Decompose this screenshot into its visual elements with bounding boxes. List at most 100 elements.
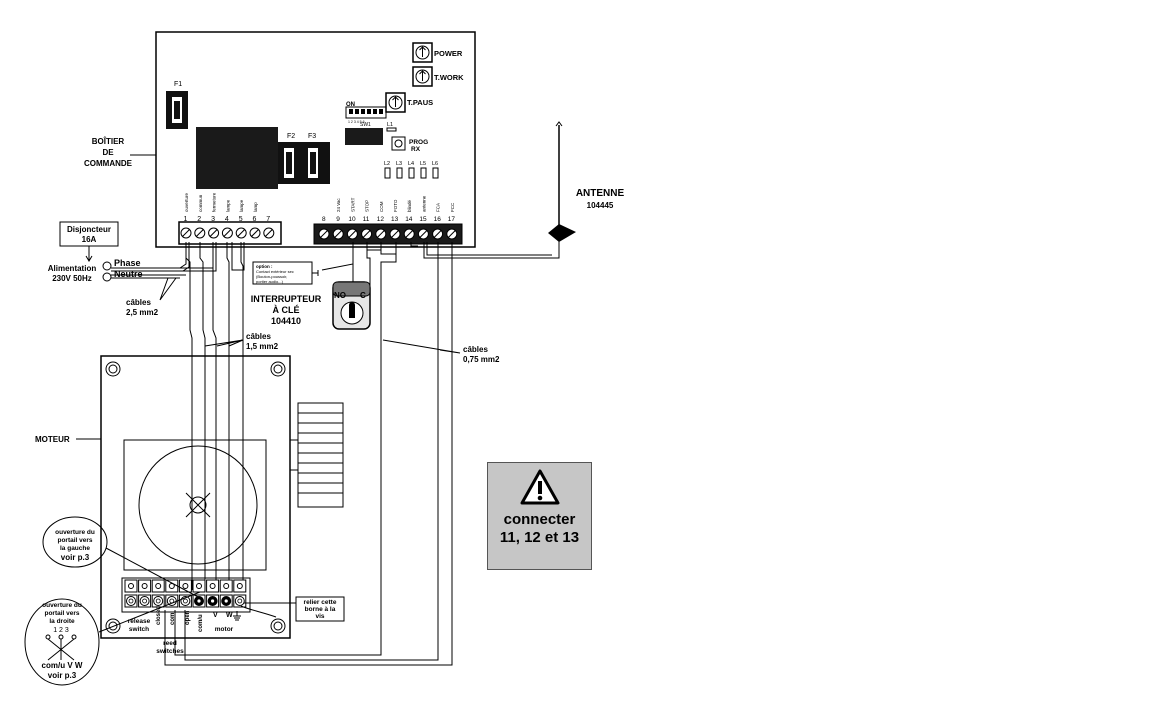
cables-075-leader bbox=[382, 339, 461, 354]
tpaus-label: T.PAUS bbox=[407, 98, 433, 107]
gauche-label-2: portail vers bbox=[57, 537, 92, 544]
droite-label-3: la droite bbox=[49, 618, 75, 625]
led-label-l4: L4 bbox=[408, 161, 414, 167]
terminal-4-number: 4 bbox=[225, 216, 229, 223]
droite-bottom: com/u V W bbox=[42, 661, 83, 670]
terminal-9-label: 24 Vac bbox=[336, 198, 341, 212]
terminal-5-number: 5 bbox=[239, 216, 243, 223]
dip-numbers: 1 2 3 4 5 6 bbox=[348, 120, 365, 124]
terminal-14-screw bbox=[403, 228, 415, 240]
terminal-11-label: STOP bbox=[365, 200, 370, 212]
terminal-9-number: 9 bbox=[336, 216, 340, 223]
option-label-3: (Bouton-poussoir, bbox=[256, 274, 287, 279]
led-label-l3: L3 bbox=[396, 161, 402, 167]
disjoncteur-arrow bbox=[85, 246, 93, 262]
terminal-14-label: blindé bbox=[407, 199, 412, 212]
warning-line-2: 11, 12 et 13 bbox=[499, 529, 580, 546]
motor-wires bbox=[185, 242, 245, 590]
boitier-label-1: BOÎTIER bbox=[92, 137, 125, 146]
gauche-label-4: voir p.3 bbox=[61, 553, 90, 562]
cables-15-label-1: câbles bbox=[246, 332, 271, 341]
release-label-1: release bbox=[128, 618, 151, 625]
cables-25-leader bbox=[159, 277, 177, 301]
terminal-11-number: 11 bbox=[363, 216, 370, 223]
fuse-f1-label: F1 bbox=[174, 81, 182, 88]
terminal-4-label: lampe bbox=[225, 199, 230, 212]
terminal-3-number: 3 bbox=[211, 216, 215, 223]
motor-bolt-icon bbox=[105, 361, 286, 634]
fuse-f2-f3 bbox=[278, 142, 330, 184]
control-box: F1 F2 F3 POWER T.WORK bbox=[155, 31, 476, 248]
cables-15-label-2: 1,5 mm2 bbox=[246, 342, 279, 351]
warning-line-1: connecter bbox=[503, 511, 576, 528]
interrupteur-label-3: 104410 bbox=[271, 316, 301, 326]
droite-terminal-icon bbox=[45, 634, 77, 661]
w-label: W bbox=[226, 612, 233, 619]
comu-label: com/u bbox=[198, 614, 204, 632]
cables-25-label-1: câbles bbox=[126, 298, 151, 307]
phase-label: Phase bbox=[114, 258, 141, 268]
transformer-block bbox=[196, 127, 278, 189]
release-label-2: switch bbox=[129, 626, 149, 633]
terminal-10-label: START bbox=[350, 197, 355, 212]
led-l1 bbox=[386, 127, 397, 132]
terminal-16-screw bbox=[432, 228, 444, 240]
terminal-12-label: COM bbox=[379, 201, 384, 212]
motor-outline bbox=[100, 355, 291, 639]
motor bbox=[100, 355, 344, 639]
motor-rotor bbox=[138, 445, 258, 565]
cables-075-label-1: câbles bbox=[463, 345, 488, 354]
cables-075-label-2: 0,75 mm2 bbox=[463, 355, 500, 364]
option-label-1: option : bbox=[256, 264, 273, 269]
droite-leader bbox=[98, 591, 201, 633]
terminal-2-screw bbox=[194, 227, 206, 239]
terminal-1-label: ouverture bbox=[184, 192, 189, 212]
motor-housing bbox=[123, 439, 267, 571]
tpaus-potentiometer-icon bbox=[385, 92, 406, 113]
antenne-label-2: 104445 bbox=[587, 201, 614, 210]
terminal-13-screw bbox=[389, 228, 401, 240]
droite-voir: voir p.3 bbox=[48, 671, 77, 680]
cables-15-leader bbox=[204, 339, 244, 347]
relier-label-3: vis bbox=[315, 613, 324, 620]
alimentation-label-2: 230V 50Hz bbox=[52, 274, 92, 283]
disjoncteur-label-2: 16A bbox=[82, 235, 97, 244]
terminal-10-screw bbox=[346, 228, 358, 240]
terminal-1-screw bbox=[180, 227, 192, 239]
terminal-3-screw bbox=[208, 227, 220, 239]
terminal-15-screw bbox=[417, 228, 429, 240]
boitier-label-3: COMMANDE bbox=[84, 159, 133, 168]
boitier-label-2: DE bbox=[102, 148, 114, 157]
led-label-l2: L2 bbox=[384, 161, 390, 167]
interrupteur-label-2: À CLÉ bbox=[273, 305, 300, 315]
key-c-label: C bbox=[360, 291, 366, 300]
fuse-f1 bbox=[166, 91, 188, 129]
terminal-15-number: 15 bbox=[419, 216, 427, 223]
motor-terminals bbox=[124, 579, 247, 608]
com-label: com bbox=[170, 613, 176, 625]
led-l6 bbox=[432, 167, 439, 179]
key-no-label: NO bbox=[334, 291, 346, 300]
power-potentiometer-icon bbox=[412, 42, 433, 63]
antenne-label-1: ANTENNE bbox=[576, 188, 625, 199]
terminal-15-label: antenne bbox=[421, 195, 426, 212]
terminal-5-label: lampe bbox=[239, 199, 244, 212]
terminal-14-number: 14 bbox=[405, 216, 413, 223]
terminal-17-label: FCC bbox=[450, 202, 455, 212]
terminal-2-label: commun bbox=[198, 194, 203, 212]
relier-box bbox=[295, 596, 345, 622]
neutre-label: Neutre bbox=[114, 269, 143, 279]
led-l4 bbox=[408, 167, 415, 179]
terminal-8-screw bbox=[318, 228, 330, 240]
motor-terminal-block bbox=[121, 577, 251, 613]
terminal-13-number: 13 bbox=[391, 216, 399, 223]
control-box-outline bbox=[155, 31, 476, 248]
terminal-12-number: 12 bbox=[377, 216, 385, 223]
led-l2 bbox=[384, 167, 391, 179]
led-label-l5: L5 bbox=[420, 161, 426, 167]
led-l5 bbox=[420, 167, 427, 179]
fuse-f2-label: F2 bbox=[287, 133, 295, 140]
terminal-6-screw bbox=[249, 227, 261, 239]
